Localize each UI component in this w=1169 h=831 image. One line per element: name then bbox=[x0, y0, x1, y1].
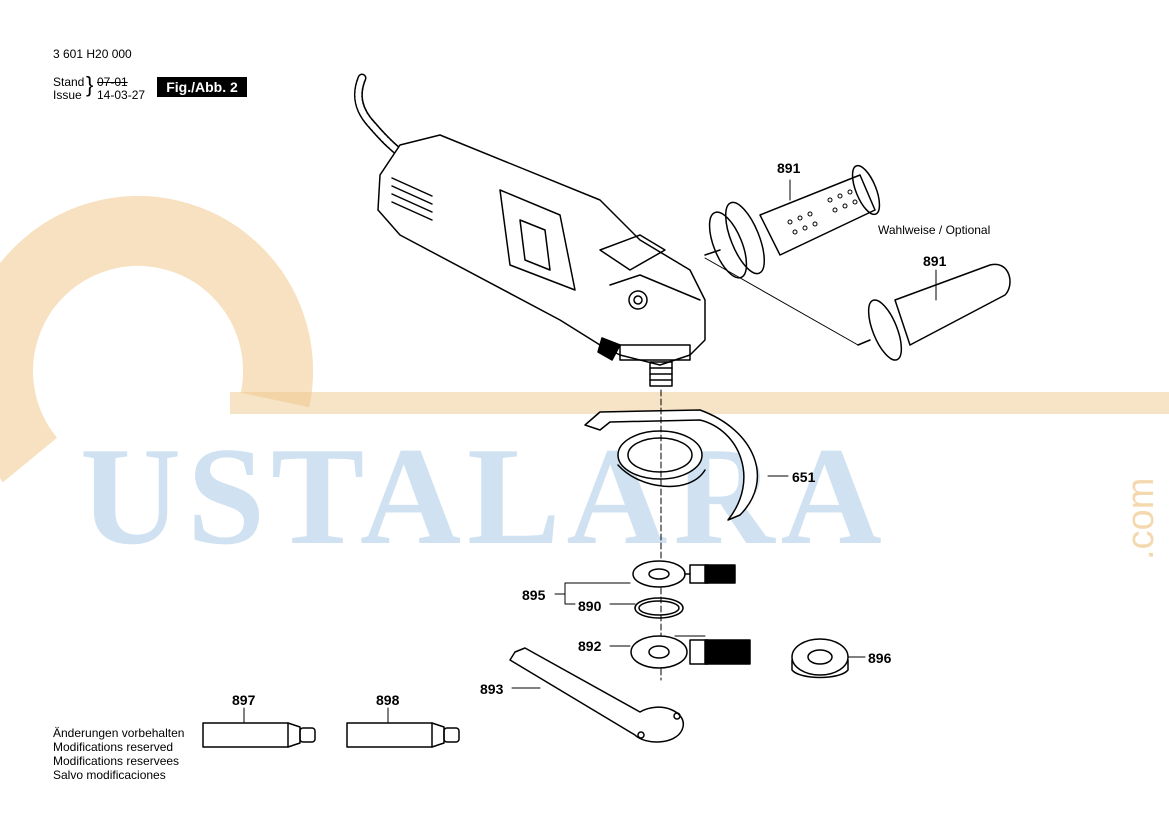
stand-label: Stand bbox=[53, 75, 85, 89]
auxiliary-handle-standard bbox=[857, 263, 1011, 361]
callout-896: 896 bbox=[868, 650, 892, 666]
vent-slots bbox=[391, 177, 433, 221]
wheel-guard bbox=[584, 409, 759, 521]
callout-891-top: 891 bbox=[777, 160, 801, 176]
footer-line-en: Modifications reserved bbox=[53, 740, 174, 754]
callout-898: 898 bbox=[376, 692, 400, 708]
auxiliary-handle-vibration bbox=[704, 164, 881, 279]
spindle bbox=[649, 361, 673, 387]
callout-890: 890 bbox=[578, 598, 602, 614]
stand-date: 07-01 bbox=[97, 75, 128, 89]
callout-892: 892 bbox=[578, 638, 602, 654]
brace: } bbox=[86, 72, 94, 97]
callout-891-optional: 891 bbox=[923, 253, 947, 269]
issue-label: Issue bbox=[53, 88, 82, 102]
mounting-flange bbox=[632, 560, 686, 619]
grease-tube-898 bbox=[346, 722, 460, 748]
footer-line-de: Änderungen vorbehalten bbox=[53, 726, 185, 740]
callout-895: 895 bbox=[522, 587, 546, 603]
grinder-body bbox=[377, 134, 706, 366]
issue-date: 14-03-27 bbox=[97, 88, 146, 102]
two-pin-spanner bbox=[509, 647, 685, 743]
flange-detail bbox=[684, 564, 736, 584]
footer-line-es: Salvo modificaciones bbox=[53, 768, 166, 782]
callout-897: 897 bbox=[232, 692, 256, 708]
callout-893: 893 bbox=[480, 681, 504, 697]
doc-number: 3 601 H20 000 bbox=[53, 47, 132, 61]
quick-clamping-nut bbox=[791, 638, 849, 679]
callout-651: 651 bbox=[792, 469, 816, 485]
footer-line-fr: Modifications reservees bbox=[53, 754, 180, 768]
grease-tube-897 bbox=[202, 722, 316, 748]
figure-label: Fig./Abb. 2 bbox=[157, 77, 247, 97]
clamping-nut bbox=[630, 635, 751, 669]
optional-note: Wahlweise / Optional bbox=[878, 223, 991, 237]
